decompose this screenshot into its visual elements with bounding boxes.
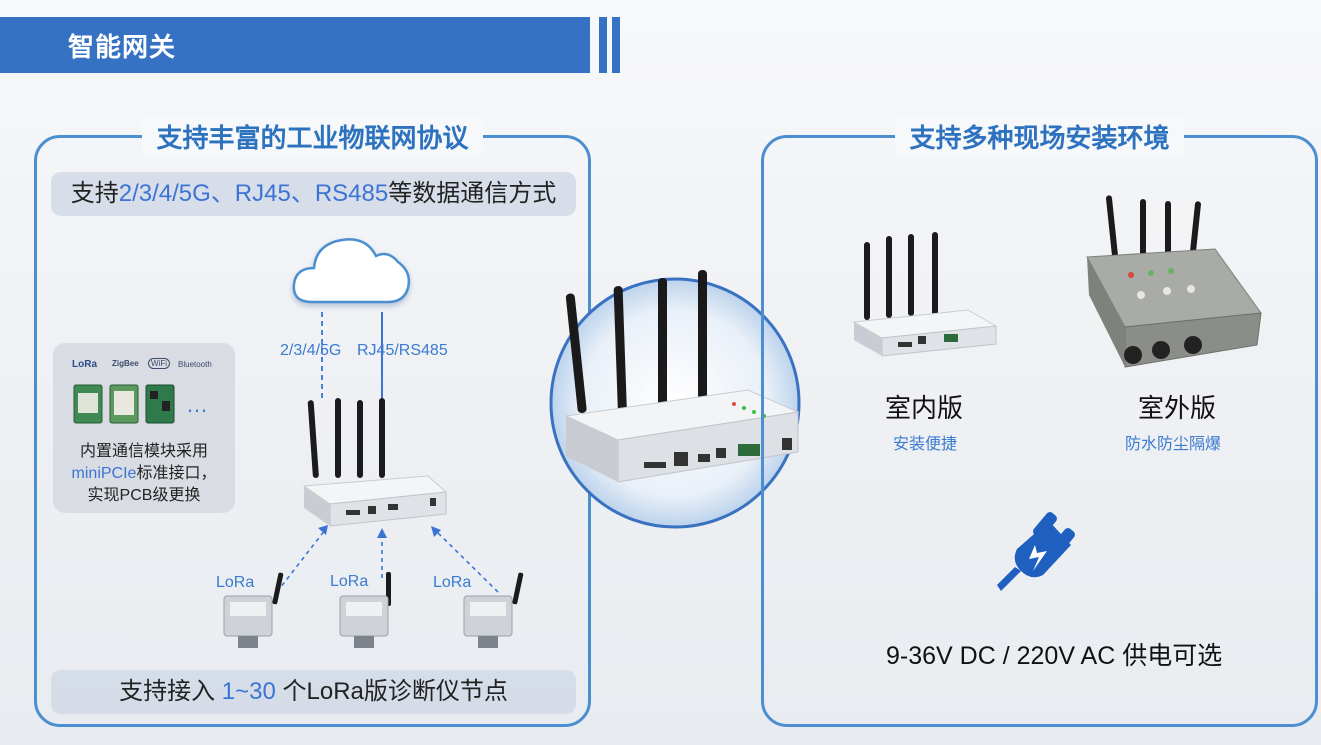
indoor-version-title: 室内版 — [885, 393, 964, 423]
install-panel: 支持多种现场安装环境 — [761, 118, 1318, 727]
gateway-hero-image — [549, 270, 801, 529]
cellular-link-label: 2/3/4/5G — [280, 342, 342, 359]
lora-node-icon — [223, 572, 284, 648]
outdoor-version-subtitle: 防水防尘隔爆 — [1125, 436, 1222, 453]
power-supply-text: 9-36V DC / 220V AC 供电可选 — [886, 642, 1223, 670]
module-card — [53, 343, 235, 513]
zigbee-logo: ZigBee — [112, 359, 139, 368]
power-plug-icon — [997, 512, 1075, 591]
comm-module-icon — [73, 384, 175, 424]
wifi-logo: WiFi — [148, 358, 170, 369]
minipcie-highlight: miniPCIe — [71, 465, 137, 482]
comm-methods-highlight: 2/3/4/5G、RJ45、RS485 — [118, 180, 389, 207]
title-decor-stripe — [612, 17, 620, 73]
title-decor-stripe — [599, 17, 607, 73]
cloud-icon — [292, 238, 411, 304]
more-modules-ellipsis: … — [186, 392, 208, 417]
lora-node-label: LoRa — [433, 574, 472, 591]
lora-logo: LoRa — [72, 359, 97, 370]
section-title: 智能网关 — [68, 32, 177, 62]
lora-node-icon — [463, 572, 524, 648]
lora-node-label: LoRa — [216, 574, 255, 591]
protocol-panel-heading: 支持丰富的工业物联网协议 — [142, 118, 483, 155]
section-title-bar: 智能网关 — [0, 17, 590, 73]
node-capacity-strip: 支持接入 1~30 个LoRa版诊断仪节点 — [51, 670, 576, 714]
outdoor-version-title: 室外版 — [1138, 393, 1217, 423]
wired-link-label: RJ45/RS485 — [357, 342, 448, 359]
module-card-text: 内置通信模块采用 miniPCIe标准接口， 实现PCB级更换 — [71, 443, 217, 504]
node-count-highlight: 1~30 — [221, 678, 276, 705]
protocol-panel: 支持丰富的工业物联网协议 — [34, 118, 591, 727]
indoor-gateway-image — [852, 232, 998, 357]
lora-node-label: LoRa — [330, 573, 369, 590]
bluetooth-logo: Bluetooth — [178, 360, 212, 369]
lora-node-icon — [339, 572, 391, 648]
comm-methods-strip: 支持2/3/4/5G、RJ45、RS485等数据通信方式 — [51, 172, 576, 216]
indoor-version-subtitle: 安装便捷 — [893, 436, 958, 453]
outdoor-gateway-image — [1086, 195, 1262, 368]
gateway-device-icon — [302, 398, 448, 527]
install-panel-heading: 支持多种现场安装环境 — [895, 118, 1184, 155]
